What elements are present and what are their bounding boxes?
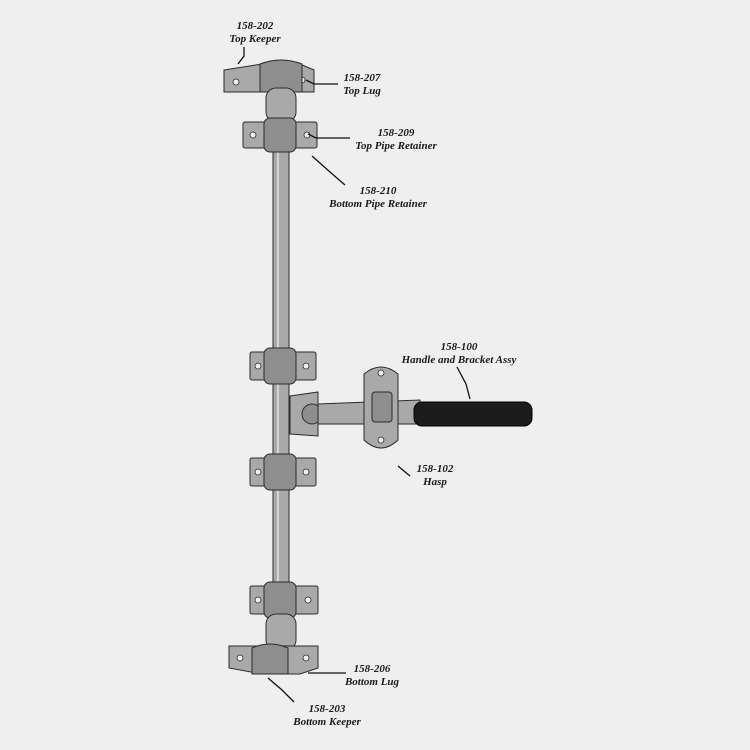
upper-middle-retainer	[249, 347, 317, 385]
lower-middle-retainer	[249, 453, 317, 491]
label-top-keeper: 158-202 Top Keeper	[229, 20, 280, 46]
top-pipe-retainer-name: Top Pipe Retainer	[355, 140, 437, 152]
leader-lines	[237, 47, 471, 703]
top-keeper-name: Top Keeper	[229, 33, 281, 45]
bottom-keeper	[228, 643, 319, 675]
bottom-pipe-retainer-number: 158-210	[359, 185, 397, 197]
handle-bracket-assembly	[289, 391, 533, 437]
label-top-lug: 158-207 Top Lug	[343, 72, 381, 98]
top-keeper-number: 158-202	[236, 20, 274, 32]
top-lug-number: 158-207	[343, 72, 381, 84]
bottom-keeper-name: Bottom Keeper	[293, 716, 361, 728]
top-pipe-retainer-number: 158-209	[377, 127, 415, 139]
bottom-retainer	[249, 581, 319, 619]
top-lug	[265, 87, 297, 123]
handle-bracket-name: Handle and Bracket Assy	[401, 354, 517, 366]
label-hasp: 158-102 Hasp	[417, 463, 454, 489]
label-bottom-lug: 158-206 Bottom Lug	[345, 663, 399, 689]
top-keeper	[223, 59, 315, 93]
bottom-pipe-retainer-name: Bottom Pipe Retainer	[329, 198, 427, 210]
hasp-name: Hasp	[423, 476, 447, 488]
bottom-lug-name: Bottom Lug	[344, 676, 400, 688]
hasp-number: 158-102	[416, 463, 454, 475]
label-top-pipe-retainer: 158-209 Top Pipe Retainer	[355, 127, 436, 153]
bottom-lug-number: 158-206	[353, 663, 391, 675]
label-bottom-pipe-retainer: 158-210 Bottom Pipe Retainer	[329, 185, 427, 211]
top-lug-name: Top Lug	[343, 85, 381, 97]
top-pipe-retainer	[242, 117, 318, 153]
handle-bracket-number: 158-100	[440, 341, 478, 353]
bottom-keeper-number: 158-203	[308, 703, 346, 715]
label-handle-bracket-assembly: 158-100 Handle and Bracket Assy	[402, 341, 517, 367]
hasp	[363, 366, 399, 449]
label-bottom-keeper: 158-203 Bottom Keeper	[293, 703, 361, 729]
